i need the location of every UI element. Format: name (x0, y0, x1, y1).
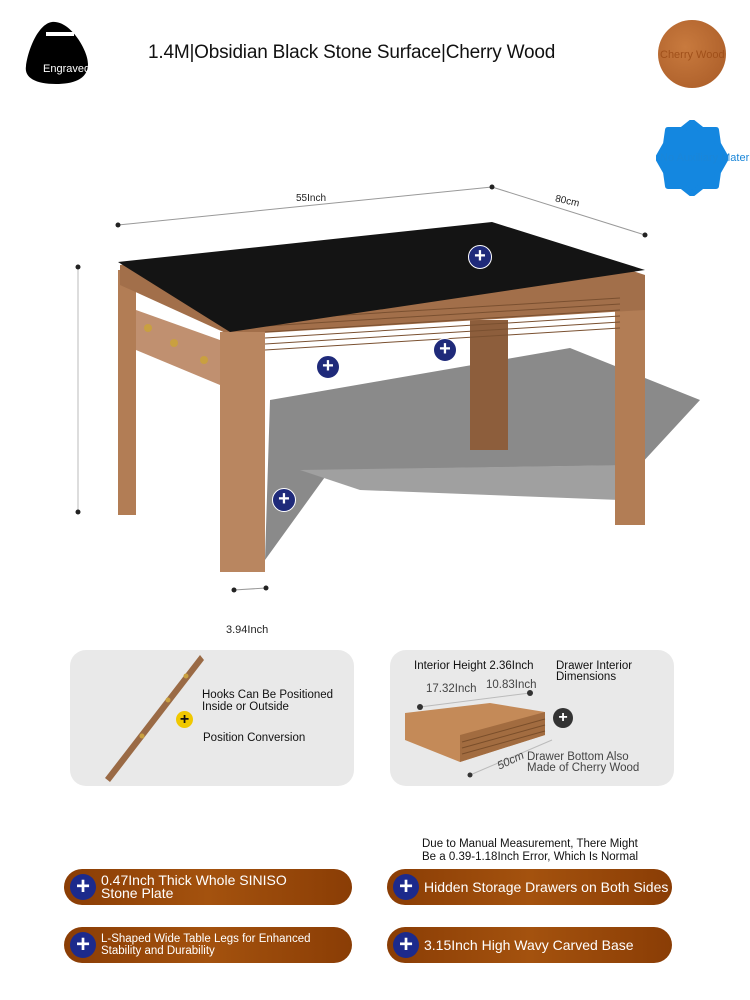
hotspot-drawer-side[interactable]: + (433, 338, 457, 362)
wood-swatch[interactable] (658, 20, 726, 88)
drawer-title-2: Dimensions (556, 671, 617, 683)
drawer-image (405, 690, 553, 778)
plus-icon: + (70, 874, 96, 900)
hook-text-2: Inside or Outside (202, 701, 289, 713)
feature-text: 3.15Inch High Wavy Carved Base (424, 936, 634, 953)
material-swatch-icon[interactable] (656, 120, 728, 196)
feature-carved-base[interactable]: +3.15Inch High Wavy Carved Base (387, 927, 672, 963)
feature-text: Stone Plate (101, 885, 174, 901)
feature-text: Stability and Durability (101, 945, 215, 957)
engrave-badge-icon[interactable] (22, 20, 92, 86)
material-swatch-label: No Auxiliary Material (660, 152, 750, 164)
table-shadow (265, 348, 700, 560)
note-line-2: Be a 0.39-1.18Inch Error, Which Is Norma… (422, 851, 639, 863)
hotspot-drawer[interactable]: + (316, 355, 340, 379)
length-dimension: 55Inch (296, 193, 327, 204)
feature-text: L-Shaped Wide Table Legs for Enhanced (101, 933, 311, 945)
note-line-1: Due to Manual Measurement, There Might (422, 838, 638, 850)
leg-dimension: 3.94Inch (226, 624, 269, 636)
drawer-dim-b: 10.83Inch (486, 679, 537, 691)
feature-text: 0.47Inch Thick Whole SINISO (101, 872, 287, 888)
hotspot-position-conversion[interactable]: + (176, 711, 193, 728)
plus-icon: + (393, 932, 419, 958)
drawer-dim-a: 17.32Inch (426, 683, 477, 695)
page-title: 1.4M|Obsidian Black Stone Surface|Cherry… (148, 42, 556, 63)
table-illustration (75, 184, 700, 593)
drawer-bottom-2: Made of Cherry Wood (527, 762, 640, 774)
interior-height: Interior Height 2.36Inch (414, 660, 534, 672)
stone-top (118, 222, 645, 332)
drawer-bottom-1: Drawer Bottom Also (527, 751, 629, 763)
position-conversion-label: Position Conversion (203, 732, 306, 744)
hook-text-1: Hooks Can Be Positioned (202, 689, 334, 701)
drawer-panel: Interior Height 2.36Inch Drawer Interior… (390, 650, 674, 786)
hotspot-stone-top[interactable]: + (468, 245, 492, 269)
hook-panel: Hooks Can Be Positioned Inside or Outsid… (70, 650, 354, 786)
hook-rail-image (105, 655, 204, 782)
hotspot-drawer-detail[interactable]: + (553, 708, 573, 728)
engrave-label: Engraved (43, 63, 91, 75)
feature-hidden-drawers[interactable]: + Hidden Storage Drawers on Both Sides (387, 869, 672, 905)
wood-swatch-label: Cherry Wood (660, 49, 725, 61)
feature-text: Hidden Storage Drawers on Both Sides (424, 878, 669, 895)
hotspot-legs[interactable]: + (272, 488, 296, 512)
plus-icon: + (70, 932, 96, 958)
plus-icon: + (393, 874, 419, 900)
drawer-title-1: Drawer Interior (556, 660, 633, 672)
